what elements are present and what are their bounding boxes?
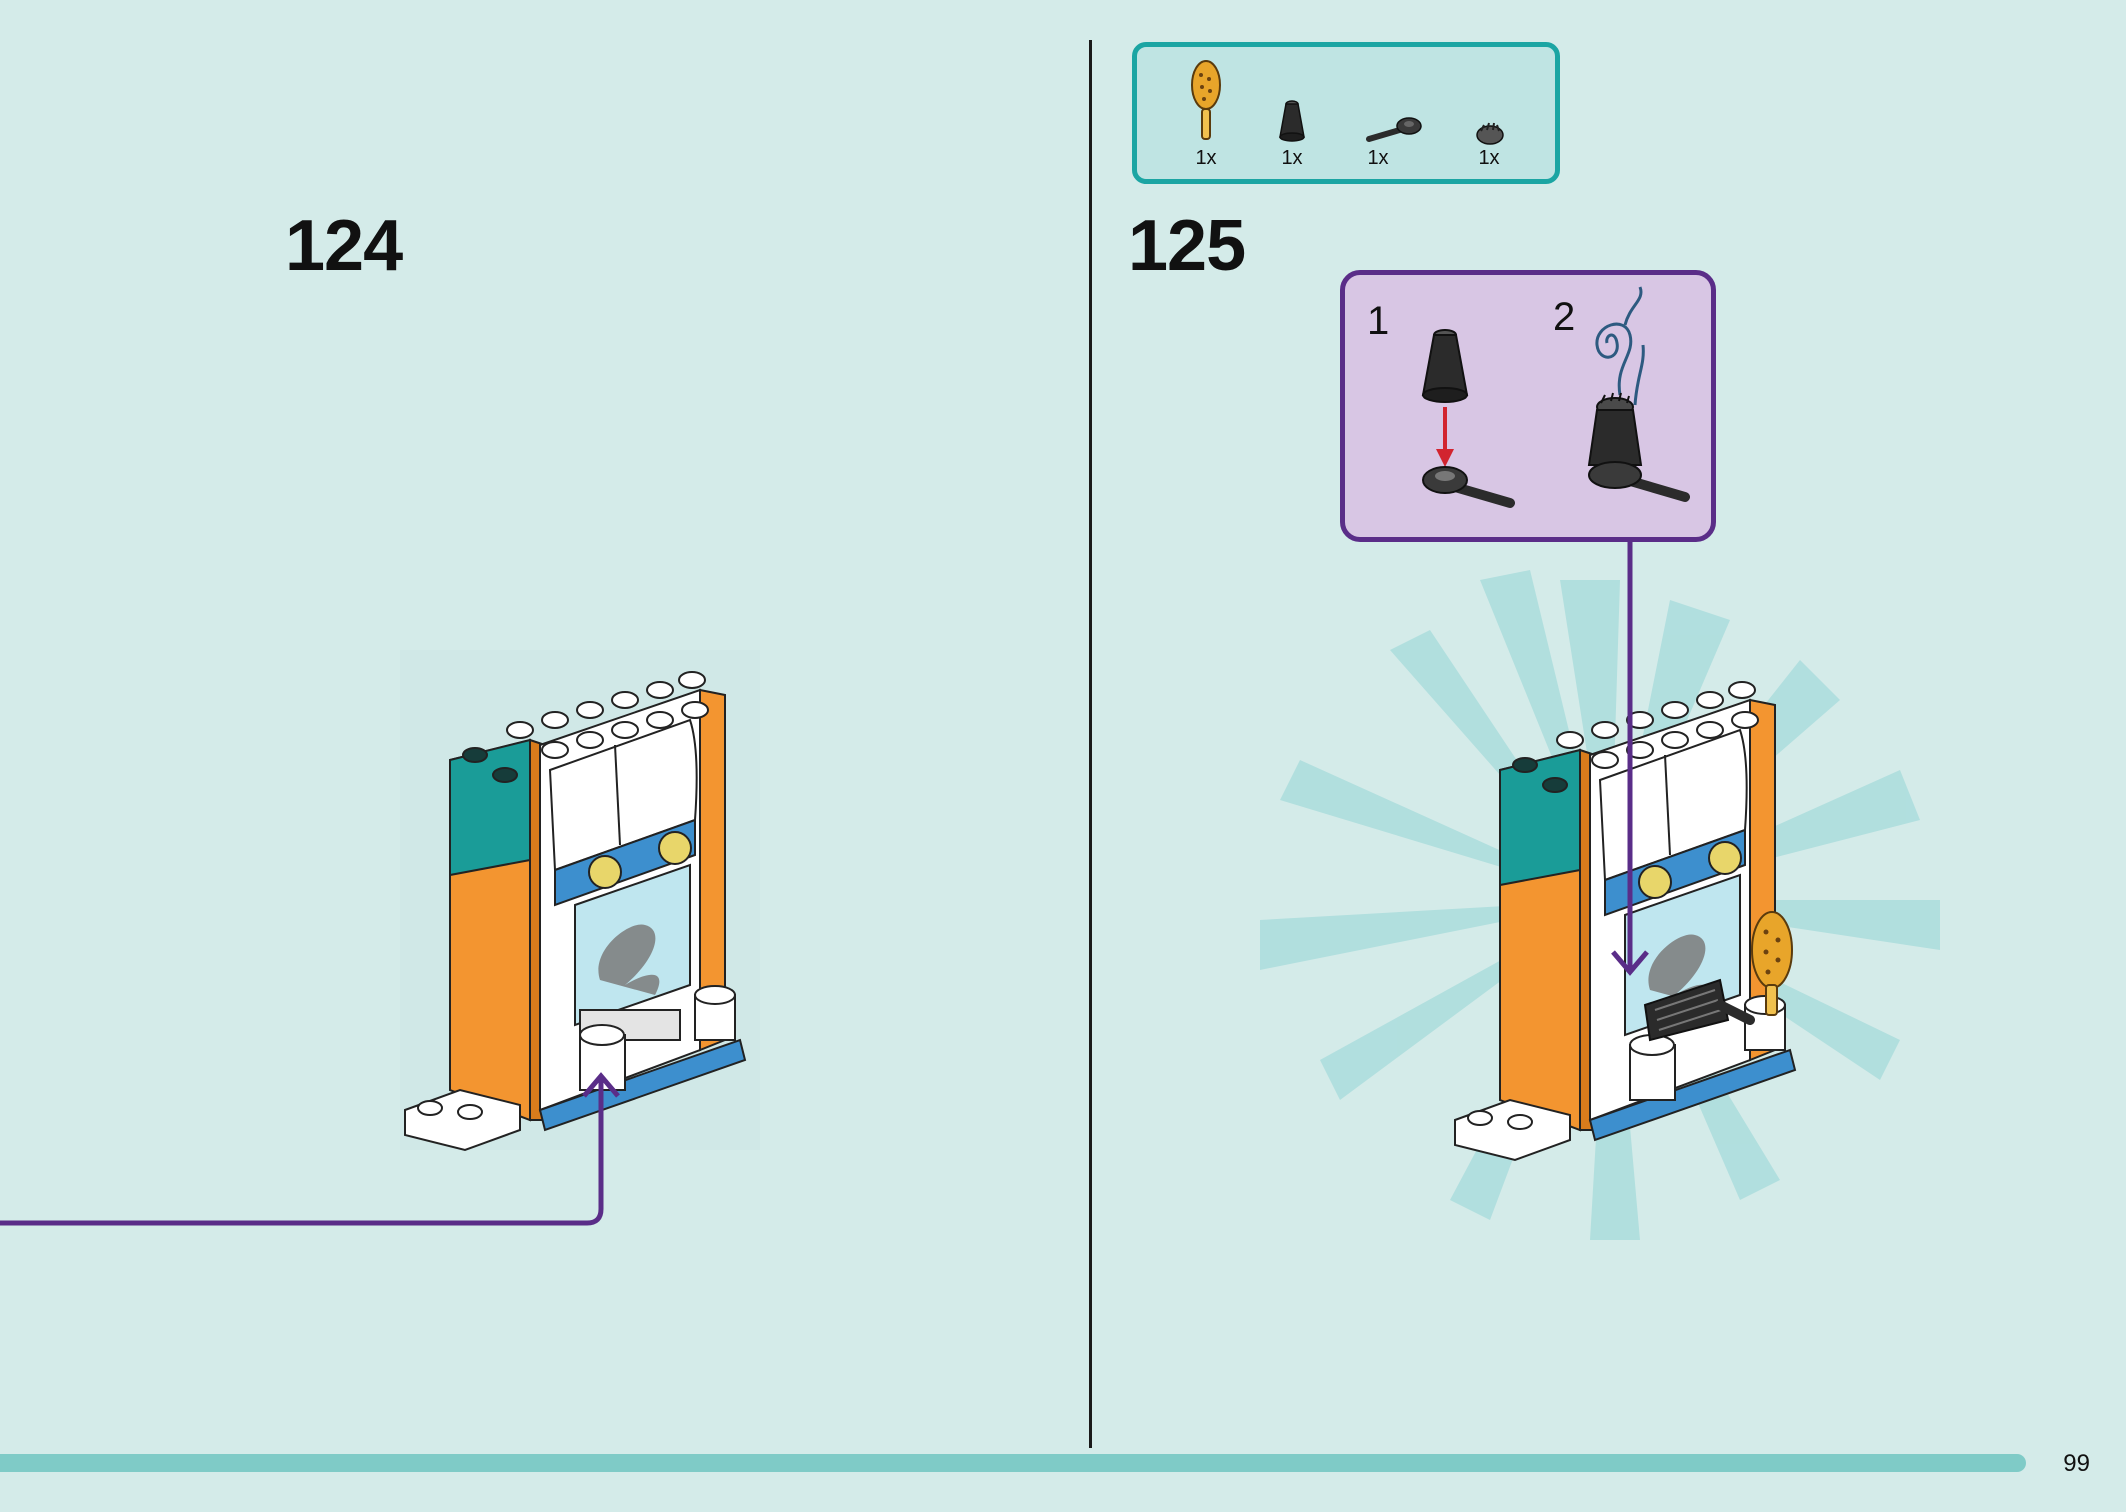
- part-qty-bar-clip: 1x: [1367, 147, 1389, 169]
- parts-list-box: 1x 1x 1x 1x: [1132, 42, 1560, 184]
- sub-step-number-1: 1: [1367, 299, 1390, 343]
- sub-assembly-box: 1 2: [1340, 270, 1716, 542]
- step-124-model-illustration: [400, 650, 760, 1152]
- sub-step-number-2: 2: [1553, 295, 1576, 339]
- hairbrush-part-icon: [1191, 60, 1221, 140]
- part-qty-hairbrush: 1x: [1195, 147, 1217, 169]
- footer-progress-bar: [0, 1454, 2026, 1472]
- step-number-124: 124: [285, 206, 403, 286]
- part-qty-round-plate: 1x: [1478, 147, 1500, 169]
- round-plate-part-icon: [1476, 122, 1504, 145]
- step-number-125: 125: [1128, 206, 1246, 286]
- page-divider: [1089, 40, 1092, 1448]
- part-qty-cone: 1x: [1281, 147, 1303, 169]
- sub-step-2-illustration: [1587, 286, 1690, 502]
- guide-arrow-step-125: [1611, 540, 1649, 976]
- guide-arrow-step-124: [0, 1072, 620, 1226]
- page-number: 99: [2063, 1450, 2090, 1477]
- sub-step-1-illustration: [1421, 329, 1515, 508]
- cone-part-icon: [1279, 100, 1305, 142]
- bar-clip-part-icon: [1366, 117, 1422, 142]
